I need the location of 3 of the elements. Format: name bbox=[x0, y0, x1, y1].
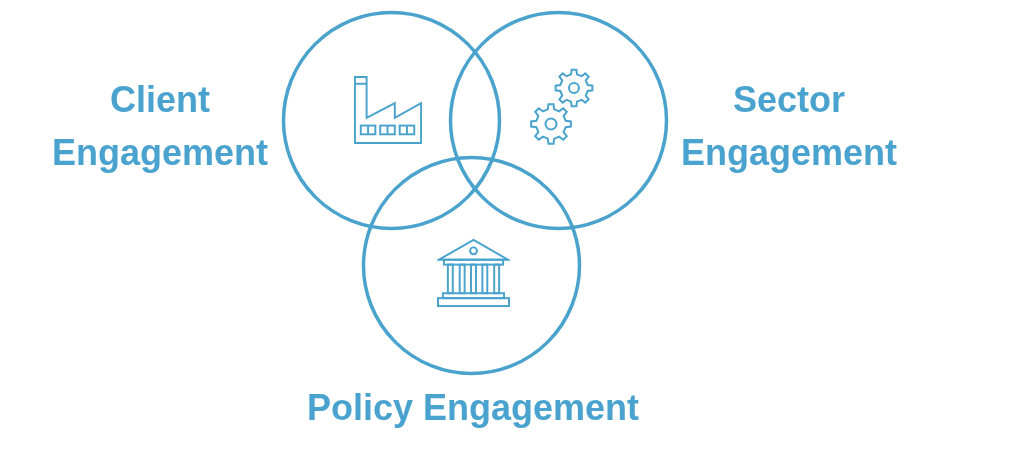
venn-label: Sector Engagement bbox=[679, 78, 898, 175]
venn-label: Client Engagement bbox=[50, 78, 269, 175]
venn-label: Policy Engagement bbox=[305, 386, 641, 430]
